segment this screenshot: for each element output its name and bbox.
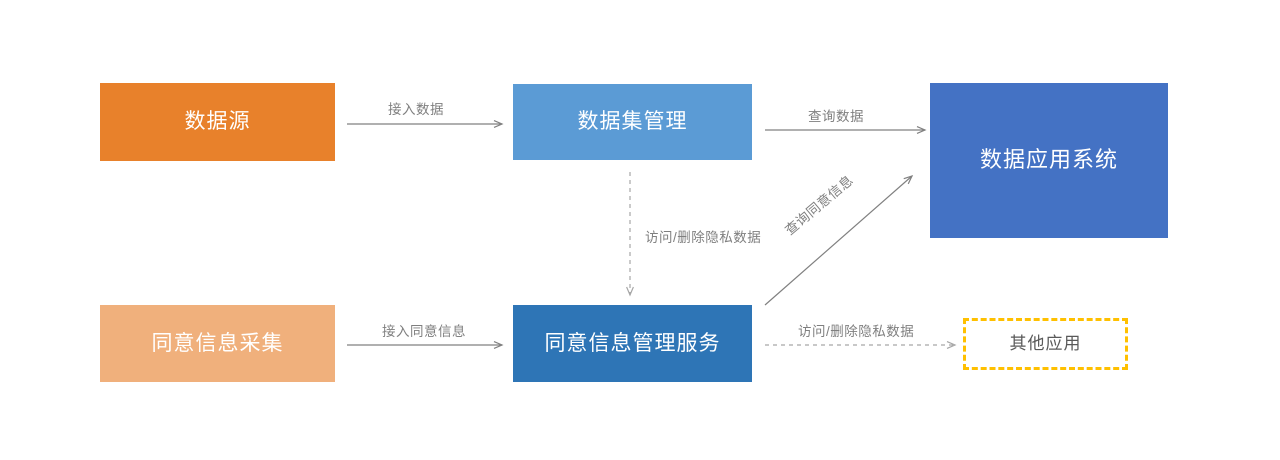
node-dataset-management-label: 数据集管理 (577, 110, 688, 134)
node-consent-collection[interactable]: 同意信息采集 (100, 305, 335, 382)
node-consent-collection-label: 同意信息采集 (151, 331, 284, 355)
edge-label-ingest-data: 接入数据 (388, 102, 444, 117)
node-data-application-system[interactable]: 数据应用系统 (930, 83, 1168, 238)
node-data-application-system-label: 数据应用系统 (979, 147, 1118, 173)
edge-label-ingest-consent: 接入同意信息 (382, 324, 466, 339)
node-other-application[interactable]: 其他应用 (963, 318, 1128, 370)
edge-label-access-delete-private-bottom: 访问/删除隐私数据 (798, 324, 915, 339)
node-data-source[interactable]: 数据源 (100, 83, 335, 161)
node-data-source-label: 数据源 (184, 110, 251, 134)
edge-query-consent (764, 174, 914, 306)
edge-label-query-data: 查询数据 (808, 109, 864, 124)
edge-label-access-delete-private-top: 访问/删除隐私数据 (645, 230, 762, 245)
node-dataset-management[interactable]: 数据集管理 (513, 84, 752, 160)
node-other-application-label: 其他应用 (1009, 333, 1082, 353)
node-consent-management-service[interactable]: 同意信息管理服务 (513, 305, 752, 382)
node-consent-management-service-label: 同意信息管理服务 (544, 331, 721, 355)
